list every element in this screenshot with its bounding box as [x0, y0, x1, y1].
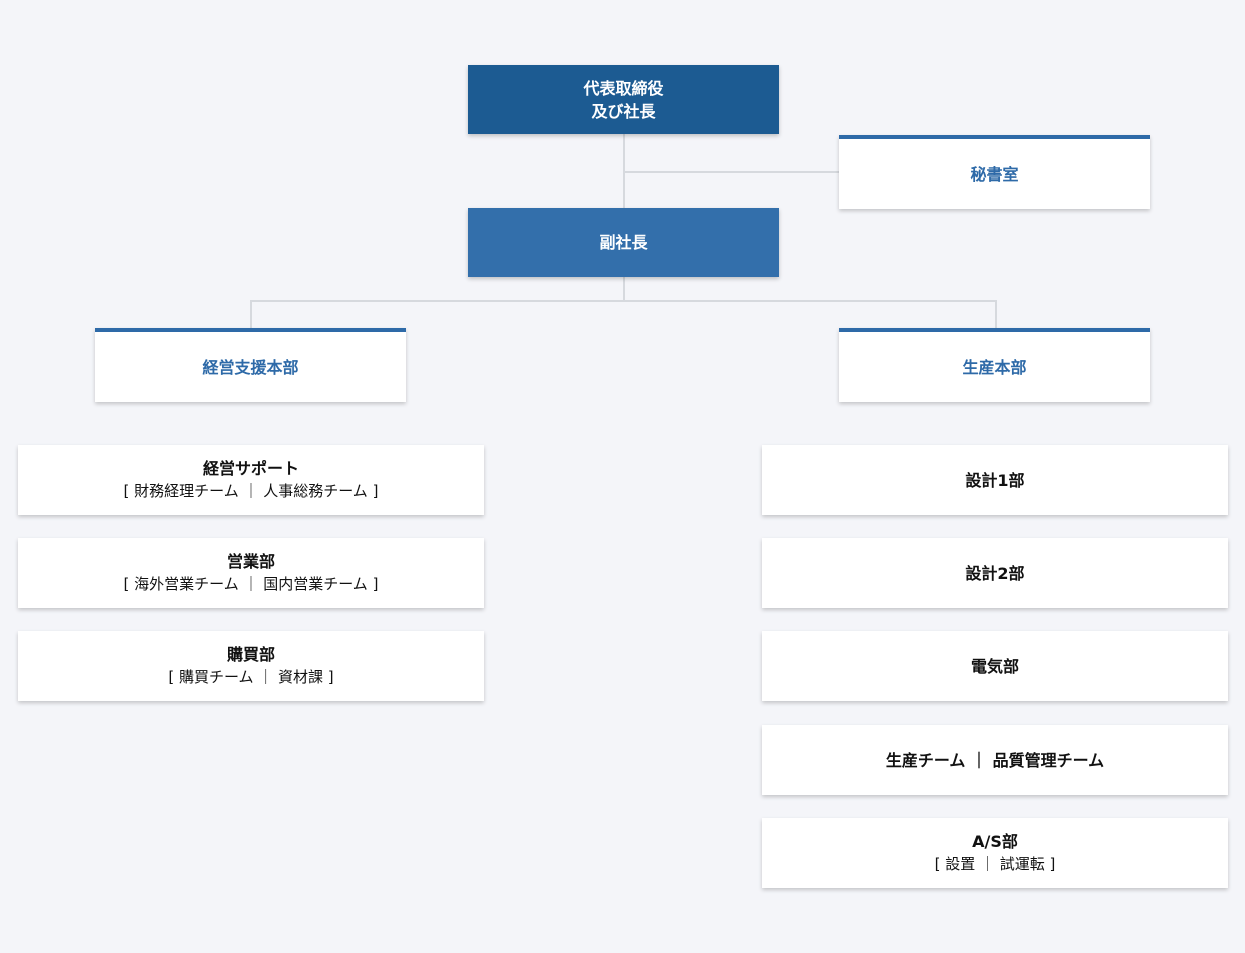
- production-division-label: 生産本部: [962, 357, 1027, 377]
- production-dept-box: 設計1部: [762, 445, 1228, 515]
- dept-name: 設計2部: [965, 563, 1025, 583]
- dept-name: 営業部: [226, 552, 275, 571]
- dept-teams: [ 財務経理チーム ｜ 人事総務チーム ]: [123, 482, 379, 500]
- dept-name: 購買部: [226, 645, 275, 664]
- division-horizontal-line: [251, 300, 997, 302]
- management-support-division-box: 経営支援本部: [95, 328, 406, 402]
- production-dept-box: 電気部: [762, 631, 1228, 701]
- right-division-drop-line: [995, 300, 997, 329]
- vp-down-line: [623, 277, 625, 302]
- production-dept-box: A/S部 [ 設置 ｜ 試運転 ]: [762, 818, 1228, 888]
- dept-teams: [ 設置 ｜ 試運転 ]: [934, 855, 1056, 873]
- dept-teams: [ 購買チーム ｜ 資材課 ]: [168, 668, 334, 686]
- secretary-branch-line: [624, 171, 840, 173]
- dept-name: 電気部: [970, 656, 1019, 676]
- vice-president-label: 副社長: [599, 233, 648, 252]
- dept-teams: [ 海外営業チーム ｜ 国内営業チーム ]: [123, 575, 379, 593]
- dept-name: 生産チーム ｜ 品質管理チーム: [885, 750, 1105, 770]
- production-dept-box: 生産チーム ｜ 品質管理チーム: [762, 725, 1228, 795]
- management-dept-box: 経営サポート [ 財務経理チーム ｜ 人事総務チーム ]: [18, 445, 484, 515]
- secretary-label: 秘書室: [970, 164, 1019, 184]
- dept-name: A/S部: [972, 832, 1018, 851]
- left-division-drop-line: [250, 300, 252, 329]
- secretary-box: 秘書室: [839, 135, 1150, 209]
- dept-name: 設計1部: [965, 470, 1025, 490]
- ceo-title-line1: 代表取締役: [583, 78, 664, 98]
- production-division-box: 生産本部: [839, 328, 1150, 402]
- ceo-box: 代表取締役 及び社長: [468, 65, 779, 134]
- management-dept-box: 購買部 [ 購買チーム ｜ 資材課 ]: [18, 631, 484, 701]
- production-dept-box: 設計2部: [762, 538, 1228, 608]
- management-support-division-label: 経営支援本部: [202, 357, 299, 377]
- dept-name: 経営サポート: [202, 459, 299, 478]
- management-dept-box: 営業部 [ 海外営業チーム ｜ 国内営業チーム ]: [18, 538, 484, 608]
- ceo-title-line2: 及び社長: [591, 101, 656, 121]
- vice-president-box: 副社長: [468, 208, 779, 277]
